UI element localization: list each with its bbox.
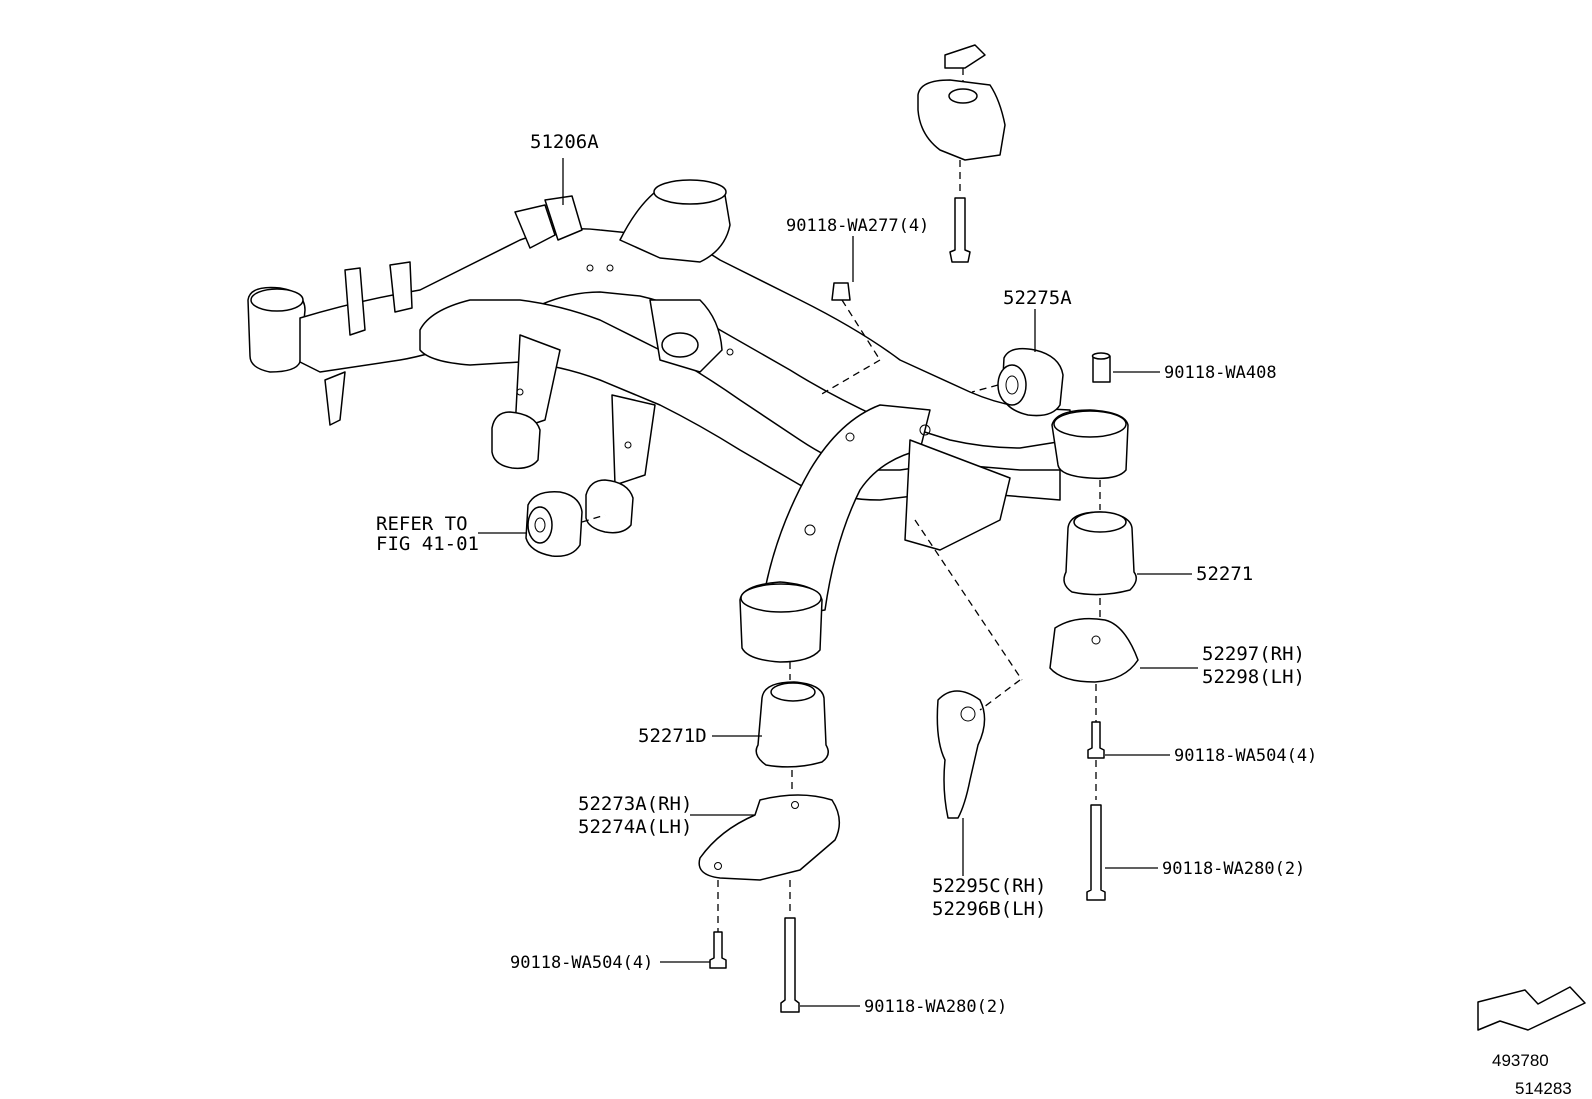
label-90118-wa280-left: 90118-WA280(2) <box>864 997 1007 1017</box>
label-90118-wa504-left: 90118-WA504(4) <box>510 953 653 973</box>
label-52295c-rh: 52295C(RH) <box>932 875 1046 897</box>
leader-lines <box>478 158 1198 1007</box>
label-90118-wa408: 90118-WA408 <box>1164 363 1277 383</box>
bracket-52295c-52296b <box>914 519 1023 819</box>
label-51206a: 51206A <box>530 131 599 153</box>
label-refer-to: REFER TO <box>376 513 468 535</box>
label-90118-wa277: 90118-WA277(4) <box>786 216 929 236</box>
bushing-52275a <box>971 347 1064 417</box>
upper-mount-assembly <box>819 44 1006 396</box>
part-labels: 51206A 90118-WA277(4) 52275A 90118-WA408… <box>376 131 1572 1098</box>
label-90118-wa280-right: 90118-WA280(2) <box>1162 859 1305 879</box>
label-52271: 52271 <box>1196 563 1253 585</box>
cushion-52271d <box>755 662 829 790</box>
label-52274a-lh: 52274A(LH) <box>578 816 692 838</box>
stopper-52297-52298 <box>1049 617 1139 901</box>
figure-ref-number: 493780 <box>1492 1051 1549 1070</box>
label-52296b-lh: 52296B(LH) <box>932 898 1046 920</box>
crossmember-frame <box>247 179 1129 663</box>
label-52297-rh: 52297(RH) <box>1202 643 1305 665</box>
figure-ref-number-2: 514283 <box>1515 1079 1572 1098</box>
label-fig-41-01: FIG 41-01 <box>376 533 479 555</box>
refer-bushing <box>525 491 606 558</box>
label-52275a: 52275A <box>1003 287 1072 309</box>
label-90118-wa504-right: 90118-WA504(4) <box>1174 746 1317 766</box>
cushion-52271 <box>1063 480 1137 620</box>
plate-52273a-52274a <box>698 794 841 1013</box>
label-52298-lh: 52298(LH) <box>1202 666 1305 688</box>
collar-wa408 <box>1091 352 1111 383</box>
label-52273a-rh: 52273A(RH) <box>578 793 692 815</box>
front-direction-arrow-icon <box>1477 986 1586 1031</box>
label-52271d: 52271D <box>638 725 707 747</box>
